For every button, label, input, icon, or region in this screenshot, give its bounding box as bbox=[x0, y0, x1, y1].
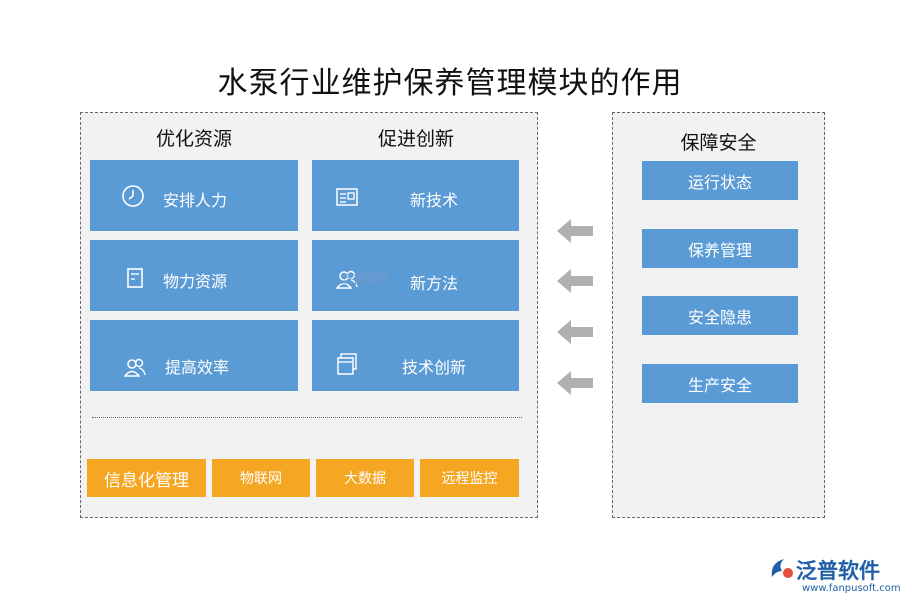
card-label: 技术创新 bbox=[402, 358, 467, 377]
brand-logo: 泛普软件 www.fanpusoft.com bbox=[768, 553, 900, 597]
document-icon bbox=[127, 268, 143, 288]
card-tech-innovation: 技术创新 bbox=[312, 320, 519, 391]
box-informatization: 信息化管理 bbox=[87, 459, 206, 497]
box-remote-monitoring: 远程监控 bbox=[420, 459, 519, 497]
clock-icon bbox=[122, 185, 144, 207]
people-icon bbox=[335, 270, 358, 289]
windows-icon bbox=[337, 353, 357, 375]
right-heading: 保障安全 bbox=[680, 132, 757, 154]
newspaper-icon bbox=[336, 188, 358, 206]
logo-name: 泛普软件 bbox=[796, 559, 880, 583]
col1-heading: 优化资源 bbox=[155, 128, 232, 150]
left-arrow-icon bbox=[557, 320, 593, 344]
col2-heading: 促进创新 bbox=[377, 128, 454, 150]
box-safety-hazards: 安全隐患 bbox=[642, 296, 798, 335]
page-title: 水泵行业维护保养管理模块的作用 bbox=[217, 66, 683, 101]
card-label: 新方法 bbox=[410, 274, 459, 293]
card-arrange-manpower: 安排人力 bbox=[90, 160, 298, 231]
left-arrow-icon bbox=[557, 269, 593, 293]
logo-mark-icon bbox=[771, 559, 793, 578]
card-label: 物力资源 bbox=[163, 272, 228, 291]
card-material-resources: 物力资源 bbox=[90, 240, 298, 311]
box-maintenance-management: 保养管理 bbox=[642, 229, 798, 268]
people-icon bbox=[123, 358, 146, 377]
box-iot: 物联网 bbox=[212, 459, 310, 497]
card-new-technology: 新技术 bbox=[312, 160, 519, 231]
left-arrow-icon bbox=[557, 371, 593, 395]
watermark: 泛普软件 bbox=[341, 272, 390, 286]
box-running-status: 运行状态 bbox=[642, 161, 798, 200]
card-label: 提高效率 bbox=[165, 358, 230, 377]
card-improve-efficiency: 提高效率 bbox=[90, 320, 298, 391]
logo-url: www.fanpusoft.com bbox=[802, 583, 900, 594]
card-label: 新技术 bbox=[410, 191, 459, 210]
card-label: 安排人力 bbox=[163, 191, 228, 210]
box-production-safety: 生产安全 bbox=[642, 364, 798, 403]
box-big-data: 大数据 bbox=[316, 459, 414, 497]
card-new-method: 新方法 bbox=[312, 240, 519, 311]
dotted-divider bbox=[92, 417, 522, 418]
left-arrow-icon bbox=[557, 219, 593, 243]
